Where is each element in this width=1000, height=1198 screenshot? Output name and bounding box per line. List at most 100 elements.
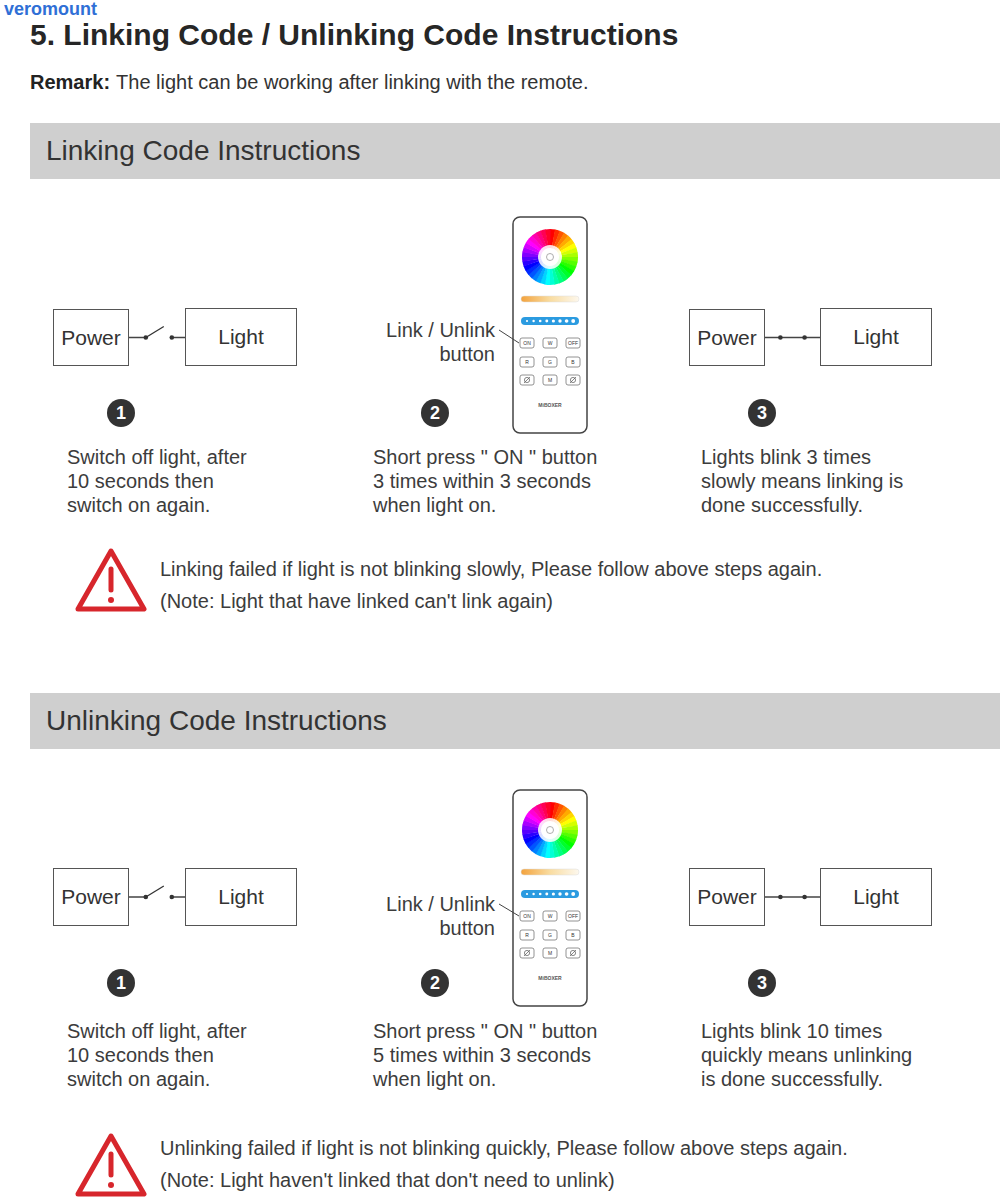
warning-icon (78, 1136, 144, 1194)
section-heading: Linking Code Instructions (46, 135, 360, 167)
button-text: G (540, 358, 560, 366)
power-wire (765, 337, 820, 338)
slider-dot (558, 892, 561, 895)
warning-icon (78, 551, 144, 609)
remote-control (513, 217, 587, 433)
block-box: Power (689, 868, 765, 926)
mode-icon (570, 377, 575, 382)
step-number: 3 (748, 399, 776, 427)
remark-text: The light can be working after linking w… (116, 70, 588, 94)
warning-mark (108, 1182, 114, 1188)
warning-triangle (78, 1136, 144, 1194)
button-text: OFF (563, 339, 583, 347)
remote-button (566, 948, 580, 958)
mode-icon (524, 377, 530, 383)
block-label: Power (61, 885, 121, 909)
button-text: OFF (563, 912, 583, 920)
callout-number: 2 (430, 403, 440, 424)
step-text: Short press " ON " button 3 times within… (373, 445, 605, 517)
switch-lever (146, 327, 164, 338)
block-box: Power (689, 309, 765, 366)
remote-body (513, 217, 587, 433)
step-number: 3 (748, 969, 776, 997)
mode-icon (524, 377, 529, 382)
switch-contact (802, 895, 807, 900)
step-circle (421, 399, 449, 427)
button-text: R (517, 931, 537, 939)
warning-mark (108, 597, 114, 603)
leader-line (499, 904, 519, 916)
button-callout: Link / Unlink button (355, 318, 495, 366)
note-text: (Note: Light haven't linked that don't n… (160, 1168, 615, 1192)
mode-icon (570, 377, 576, 383)
remark-heading: Remark: (30, 70, 110, 94)
warning-text: Linking failed if light is not blinking … (160, 557, 822, 581)
button-text: ON (517, 339, 537, 347)
warning-mark (109, 569, 114, 590)
wheel-center (538, 818, 562, 842)
step-text: Switch off light, after 10 seconds then … (67, 1019, 267, 1091)
block-label: Light (218, 885, 264, 909)
slider-dot (532, 893, 534, 895)
color-wheel (522, 802, 578, 858)
step-circle (421, 969, 449, 997)
step-text: Lights blink 3 times slowly means linkin… (701, 445, 923, 517)
block-label: Light (218, 325, 264, 349)
watermark: veromount (4, 0, 97, 18)
slider-dot (545, 320, 548, 323)
color-wheel (522, 229, 578, 285)
block-label: Power (61, 326, 121, 350)
brand-logo: MiBOXER (525, 401, 575, 409)
wheel-knob (547, 254, 554, 261)
button-text: R (517, 358, 537, 366)
button-text: ON (517, 912, 537, 920)
step-circle (107, 399, 135, 427)
slider-dot (539, 893, 542, 896)
note-text: (Note: Light that have linked can't link… (160, 589, 553, 613)
callout-number: 3 (757, 403, 767, 424)
block-box: Light (820, 868, 932, 926)
button-text: W (540, 912, 560, 920)
slider-dot (571, 892, 575, 896)
brightness-slider (521, 890, 579, 898)
slider-dot (571, 319, 575, 323)
white-temp-slider (521, 869, 579, 875)
block-label: Power (697, 885, 757, 909)
step-text: Switch off light, after 10 seconds then … (67, 445, 267, 517)
slider-dot (532, 320, 534, 322)
button-text: W (540, 339, 560, 347)
wheel-center (538, 245, 562, 269)
button-text: B (563, 358, 583, 366)
step-number: 1 (107, 399, 135, 427)
remote-button (520, 948, 534, 958)
slider-dot (558, 319, 561, 322)
block-box: Light (185, 868, 297, 926)
power-wire (765, 896, 820, 897)
mode-icon (524, 950, 529, 955)
block-label: Power (697, 326, 757, 350)
button-text: B (563, 931, 583, 939)
page-title: 5. Linking Code / Unlinking Code Instruc… (30, 17, 678, 53)
block-box: Light (820, 308, 932, 366)
power-wire (129, 896, 185, 897)
mode-icon (570, 950, 575, 955)
step-number: 1 (107, 969, 135, 997)
warning-mark (109, 1154, 114, 1175)
wheel-knob (547, 827, 554, 834)
slider-dot (552, 319, 555, 322)
brand-logo: MiBOXER (525, 974, 575, 982)
slider-dot (539, 320, 542, 323)
block-box: Power (53, 309, 129, 366)
block-box: Light (185, 308, 297, 366)
section-band: Unlinking Code Instructions (30, 693, 1000, 749)
switch-contact (778, 895, 783, 900)
button-text: M (540, 949, 560, 957)
slider-dot (565, 892, 569, 896)
block-box: Power (53, 868, 129, 926)
step-number: 2 (421, 399, 449, 427)
section-heading: Unlinking Code Instructions (46, 705, 387, 737)
slider-dot (565, 319, 569, 323)
remote-button (566, 375, 580, 385)
mode-icon (524, 950, 530, 956)
callout-number: 3 (757, 973, 767, 994)
